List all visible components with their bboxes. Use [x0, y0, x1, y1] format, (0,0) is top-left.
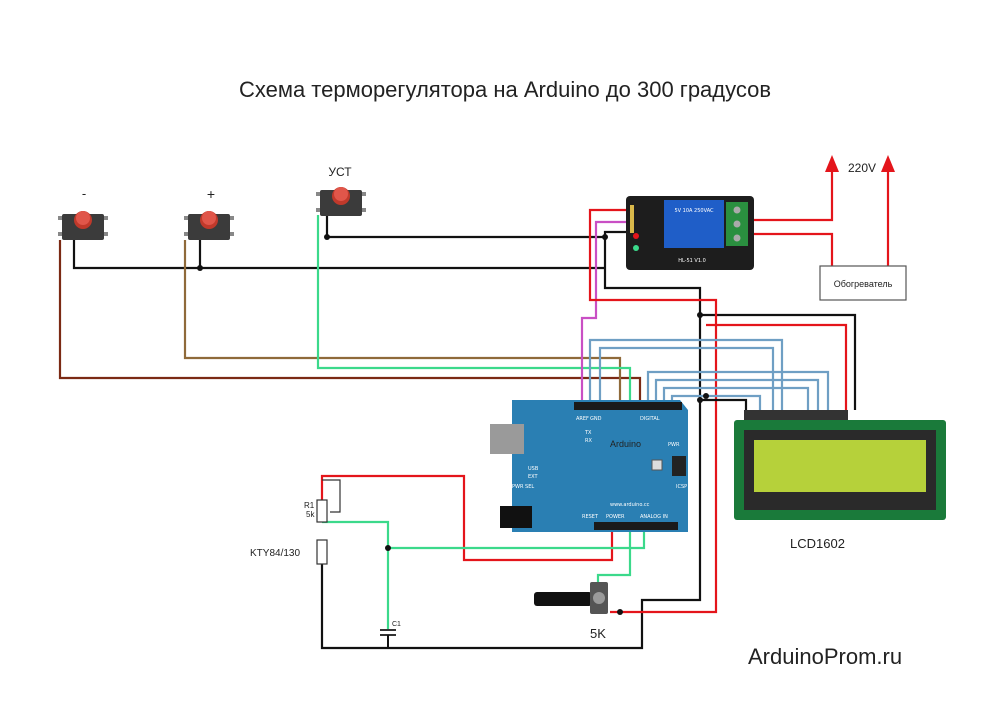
lcd-module [734, 410, 946, 520]
r1-value: 5k [306, 510, 315, 519]
arduino-reset-label: RESET [582, 514, 599, 520]
diagram-title: Схема терморегулятора на Arduino до 300 … [239, 77, 771, 102]
heater: Обогреватель [819, 265, 907, 301]
wire-220-2 [752, 232, 834, 266]
wire-gnd-lcd [700, 313, 857, 410]
wire-gnd-down [320, 237, 702, 650]
arduino-gnd-label: GND [590, 416, 602, 422]
capacitor-label: C1 [392, 621, 401, 628]
wire-220-1 [752, 170, 834, 222]
arduino-tx-label: TX [584, 430, 592, 436]
wire-button-minus [58, 240, 642, 406]
thermistor-label: KTY84/130 [250, 548, 300, 559]
relay-module-label: HL-51 V1.0 [678, 258, 706, 264]
arrow-up-icon [825, 155, 839, 172]
arduino-power-label: POWER [606, 514, 625, 520]
wire-button-set [316, 215, 632, 406]
wire-lcd-d1 [588, 338, 784, 410]
arrow-up-icon [881, 155, 895, 172]
junctions [197, 234, 709, 615]
arduino-rx-label: RX [585, 438, 592, 444]
arduino-url: www.arduino.cc [610, 502, 650, 508]
relay-module: 5V 10A 250VAC HL-51 V1.0 [626, 196, 754, 270]
potentiometer-value: 5K [590, 626, 606, 641]
resistor-r1 [316, 499, 328, 523]
button-set[interactable] [316, 187, 366, 216]
sensor-network [316, 479, 396, 648]
button-minus-label: - [82, 186, 86, 201]
potentiometer[interactable] [534, 582, 608, 614]
arduino-pwrsel-label: PWR SEL [512, 484, 534, 490]
wire-sensor-signal [322, 520, 390, 630]
button-minus[interactable] [58, 211, 108, 240]
site-watermark: ArduinoProm.ru [748, 644, 902, 669]
arduino-aref-label: AREF [576, 416, 589, 422]
r1-label: R1 [304, 501, 315, 510]
wires [58, 170, 890, 650]
wire-gnd-set [325, 215, 605, 239]
button-plus-label: + [207, 186, 215, 202]
relay-rating: 5V 10A 250VAC [674, 208, 714, 214]
arduino-board: Arduino DIGITAL AREF GND TX RX PWR USB E… [490, 400, 688, 532]
wire-lcd-gnd2 [700, 398, 748, 410]
arduino-brand: Arduino [610, 439, 641, 449]
wire-5v-lcd [706, 323, 848, 410]
arduino-ext-label: EXT [528, 474, 538, 480]
wire-button-plus [183, 240, 622, 406]
arduino-usb-label: USB [528, 466, 539, 472]
wire-lcd-d5 [662, 386, 810, 410]
arduino-digital-label: DIGITAL [640, 416, 660, 422]
resistor-r1-wiper [322, 479, 341, 513]
wire-relay-signal [580, 220, 630, 406]
wire-sensor-a0 [388, 532, 646, 550]
arduino-icsp-label: ICSP [676, 484, 687, 490]
button-plus[interactable] [184, 211, 234, 240]
wire-5v-relay [588, 208, 718, 614]
arduino-analog-label: ANALOG IN [640, 514, 668, 520]
button-set-label: УСТ [328, 165, 352, 179]
thermistor-kty [316, 539, 328, 565]
wire-lcd-d4 [654, 378, 820, 410]
mains-arrows [825, 155, 895, 172]
mains-voltage-label: 220V [848, 161, 876, 175]
lcd-label: LCD1602 [790, 536, 845, 551]
arduino-pwr-label: PWR [668, 442, 680, 448]
heater-label: Обогреватель [834, 279, 893, 289]
wire-gnd-buttons [72, 240, 605, 270]
wire-lcd-d3 [646, 370, 830, 410]
